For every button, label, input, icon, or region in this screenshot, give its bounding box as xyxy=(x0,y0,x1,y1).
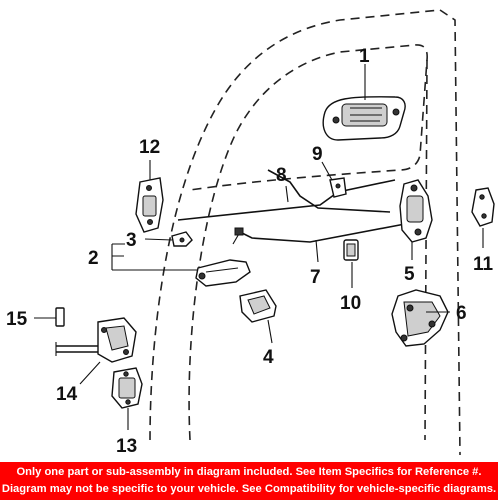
callout-12: 12 xyxy=(139,137,160,158)
inside-handle-part xyxy=(195,259,251,287)
callout-2: 2 xyxy=(88,248,99,269)
lock-knob-part xyxy=(343,239,359,261)
callout-8: 8 xyxy=(276,165,287,186)
lock-assembly-part xyxy=(391,289,449,347)
callout-13: 13 xyxy=(116,436,137,457)
latch-bracket-part xyxy=(135,177,164,233)
lower-hinge-part xyxy=(111,367,143,409)
callout-10: 10 xyxy=(340,293,361,314)
callout-3: 3 xyxy=(126,230,137,251)
leader-8 xyxy=(285,185,289,203)
leader-4 xyxy=(267,319,273,344)
callout-11: 11 xyxy=(473,254,494,275)
door-check-part xyxy=(55,317,137,363)
callout-7: 7 xyxy=(310,267,321,288)
callout-5: 5 xyxy=(404,264,415,285)
callout-1: 1 xyxy=(359,46,370,67)
handle-clip-part xyxy=(171,231,193,247)
leader-3 xyxy=(144,238,173,241)
check-pin-part xyxy=(55,307,65,327)
disclaimer-line-1: Only one part or sub-assembly in diagram… xyxy=(16,466,482,478)
striker-part xyxy=(471,187,495,227)
disclaimer-line-2: Diagram may not be specific to your vehi… xyxy=(1,483,497,495)
callout-14: 14 xyxy=(56,384,78,405)
callout-4: 4 xyxy=(263,347,274,368)
control-rods xyxy=(177,169,406,245)
rod-clip-part xyxy=(329,177,347,198)
leader-2-bracket xyxy=(111,243,198,271)
disclaimer-banner: Only one part or sub-assembly in diagram… xyxy=(0,462,498,500)
outside-handle-part xyxy=(322,96,406,141)
leader-9 xyxy=(321,161,333,181)
callout-6: 6 xyxy=(456,303,467,324)
callout-9: 9 xyxy=(312,144,323,165)
leader-7 xyxy=(315,239,319,263)
callout-15: 15 xyxy=(6,309,28,330)
door-outline xyxy=(149,9,461,456)
door-latch-part xyxy=(399,179,433,243)
handle-bezel-part xyxy=(239,289,277,323)
door-lock-parts-diagram: 1 12 8 7 9 5 11 xyxy=(6,9,495,457)
leader-14 xyxy=(79,361,101,385)
